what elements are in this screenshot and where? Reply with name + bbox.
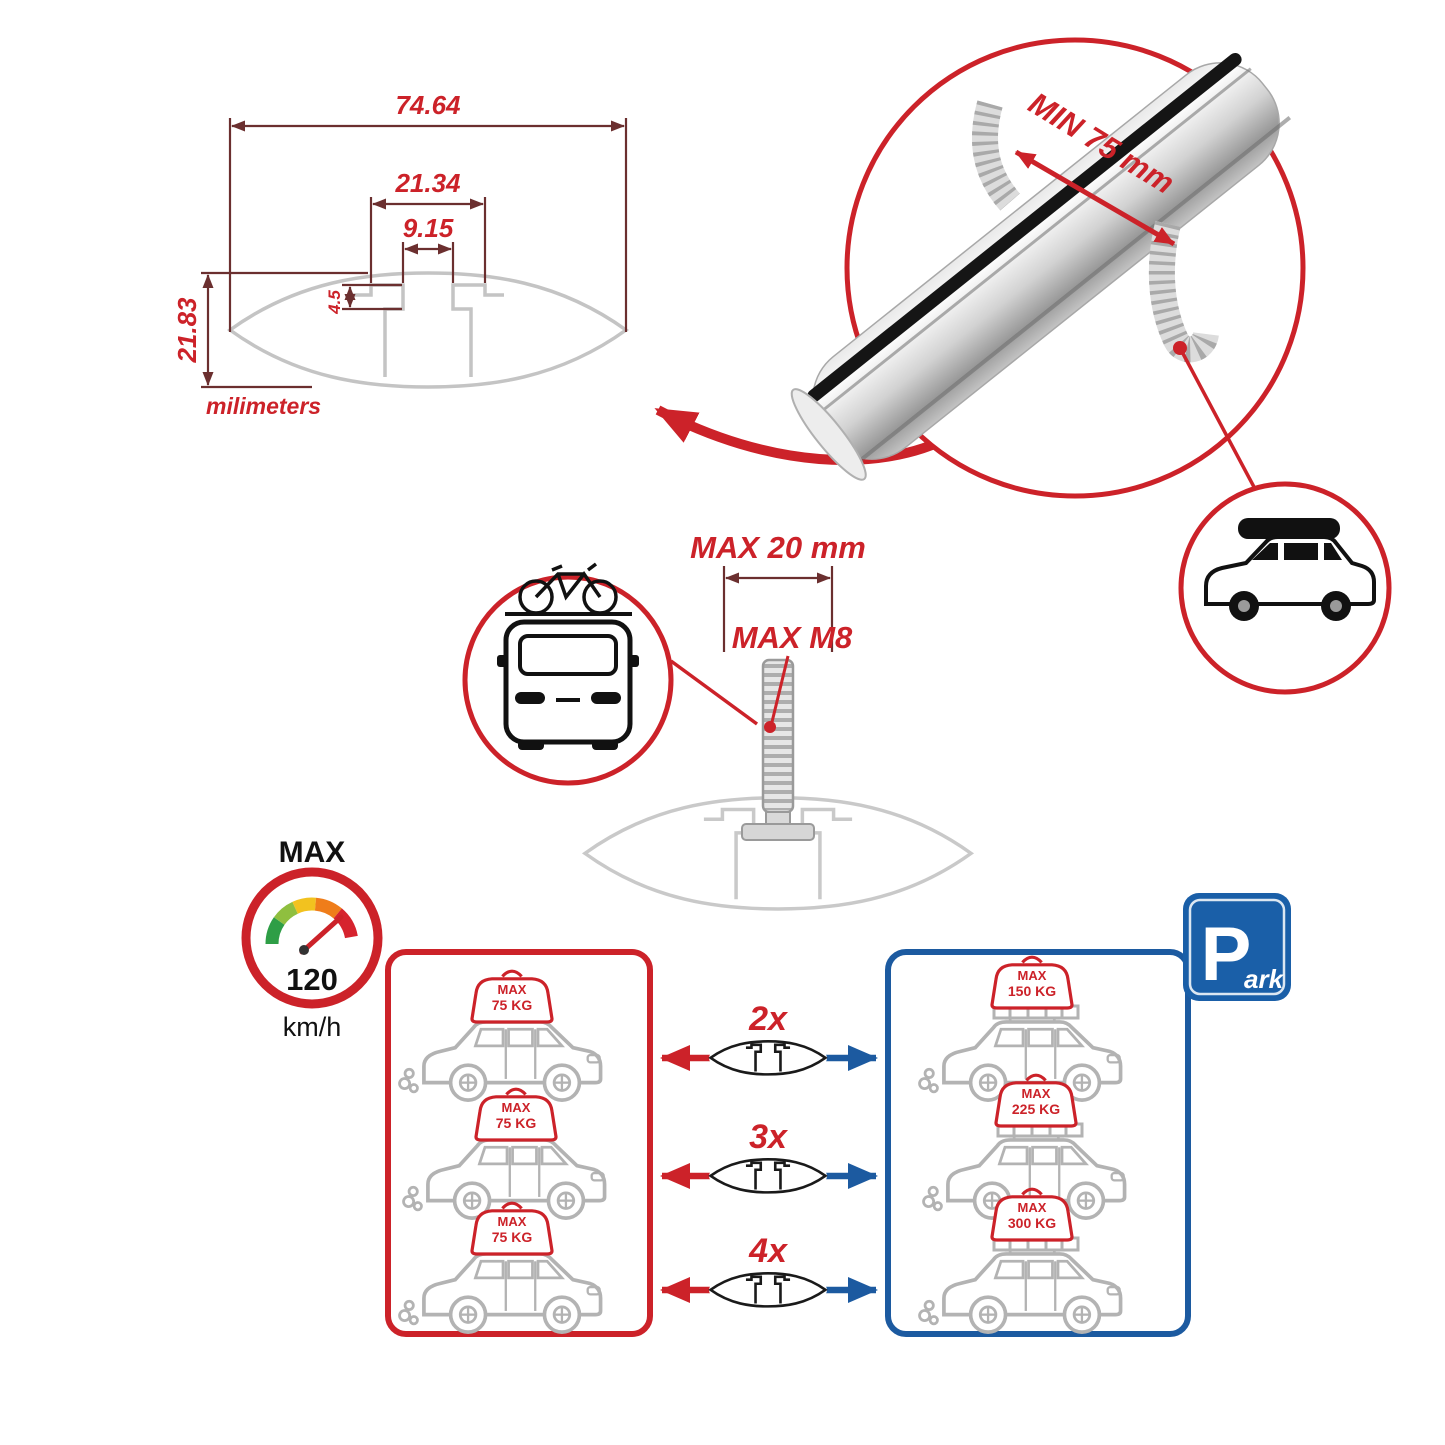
profile-dimension-diagram: 74.64 21.34 9.15 4.5 21.83 milimeters xyxy=(172,90,955,465)
front-wheel xyxy=(592,740,618,750)
parking-sign-plate xyxy=(1183,893,1291,1001)
profile-icon-bg xyxy=(709,1156,827,1196)
gauge-segment-yellow xyxy=(292,897,317,914)
side-mirror xyxy=(497,655,508,667)
suv-window xyxy=(1284,543,1318,560)
bag-weight: 225 KG xyxy=(1012,1101,1060,1117)
speed-value: 120 xyxy=(286,962,338,997)
gauge-segment-red xyxy=(333,908,358,939)
thread-callout-line xyxy=(770,655,790,723)
bag-weight: 75 KG xyxy=(492,1229,533,1245)
profile-icon-bg xyxy=(709,1038,827,1078)
driving-load-panel: MAX 75 KG MAX 75 KG MAX 75 KG xyxy=(385,949,653,1337)
callout-line-to-car xyxy=(1178,347,1264,503)
parking-sign-inner-border xyxy=(1188,898,1286,996)
dim-total-width: 74.64 xyxy=(395,90,461,120)
gauge-segment-green xyxy=(265,917,285,945)
bag-weight: 75 KG xyxy=(492,997,533,1013)
bag-max-label: MAX xyxy=(498,982,527,997)
roof-box-icon xyxy=(1238,518,1340,539)
parking-suffix: ark xyxy=(1244,964,1285,994)
bike-frame-icon xyxy=(534,562,602,601)
gauge-pivot xyxy=(299,945,309,955)
bag-weight: 75 KG xyxy=(496,1115,537,1131)
clamp-arm-far-ribs xyxy=(972,100,1021,211)
bag-max-label: MAX xyxy=(1018,1200,1047,1215)
bar-end-cap xyxy=(790,388,867,481)
max-thread-label: MAX M8 xyxy=(732,620,853,655)
callout-line-to-bolt xyxy=(669,659,759,726)
max-bolt-length-label: MAX 20 mm xyxy=(690,530,866,565)
bolt-fitting-diagram: MAX 20 mm MAX M8 xyxy=(462,530,972,910)
suv-window xyxy=(1252,543,1278,560)
headlight xyxy=(515,692,545,704)
suv-window xyxy=(1324,543,1342,560)
bag-max-label: MAX xyxy=(502,1100,531,1115)
t-slot-plate xyxy=(741,823,815,841)
min-grip-arrow xyxy=(1014,149,1176,247)
count-label: 2x xyxy=(748,1000,789,1038)
speed-units: km/h xyxy=(283,1012,342,1042)
car-with-roofbox-inset xyxy=(1178,481,1392,695)
bag-weight: 150 KG xyxy=(1008,983,1056,999)
bar-lower-line xyxy=(857,116,1292,464)
thread-callout-dot xyxy=(764,721,776,733)
dim-slot-outer: 21.34 xyxy=(394,168,461,198)
gauge-needle xyxy=(299,914,344,955)
bolt-neck xyxy=(765,811,791,825)
parking-sign: P ark xyxy=(1183,893,1291,1001)
headlight xyxy=(591,692,621,704)
bag-weight: 300 KG xyxy=(1008,1215,1056,1231)
parked-load-panel: MAX 150 KG MAX 225 KG MAX 300 KG xyxy=(885,949,1191,1337)
bag-max-label: MAX xyxy=(1022,1086,1051,1101)
windshield xyxy=(518,634,618,676)
gauge-ring xyxy=(241,867,383,1009)
dim-slot-depth: 4.5 xyxy=(325,290,344,315)
profile-icon-bg xyxy=(709,1270,827,1310)
crossbar-closeup: MIN 75 mm xyxy=(790,37,1392,695)
pointer-arrow-to-profile xyxy=(654,405,955,465)
count-label: 4x xyxy=(748,1232,789,1270)
count-label: 3x xyxy=(749,1118,789,1156)
gauge-segment-lime xyxy=(273,901,299,926)
bag-max-label: MAX xyxy=(498,1214,527,1229)
speed-limit-gauge: MAX 120 km/h xyxy=(241,836,383,1042)
crossbar-profile-outline xyxy=(229,272,627,388)
suv-hub xyxy=(1330,600,1342,612)
clamp-arm-near-ribs xyxy=(1148,220,1219,363)
side-mirror xyxy=(628,655,639,667)
car-front-with-bike-inset xyxy=(462,562,674,786)
crossbar-count-arrows: 2x 3x 4x xyxy=(660,1000,878,1310)
gauge-segment-orange xyxy=(314,897,342,919)
front-wheel xyxy=(518,740,544,750)
dim-total-height: 21.83 xyxy=(172,297,202,364)
dim-slot-inner: 9.15 xyxy=(403,213,454,243)
bag-max-label: MAX xyxy=(1018,968,1047,983)
parking-letter: P xyxy=(1201,912,1252,997)
speed-max-label: MAX xyxy=(279,836,346,869)
units-label: milimeters xyxy=(206,393,321,419)
suv-hub xyxy=(1238,600,1250,612)
